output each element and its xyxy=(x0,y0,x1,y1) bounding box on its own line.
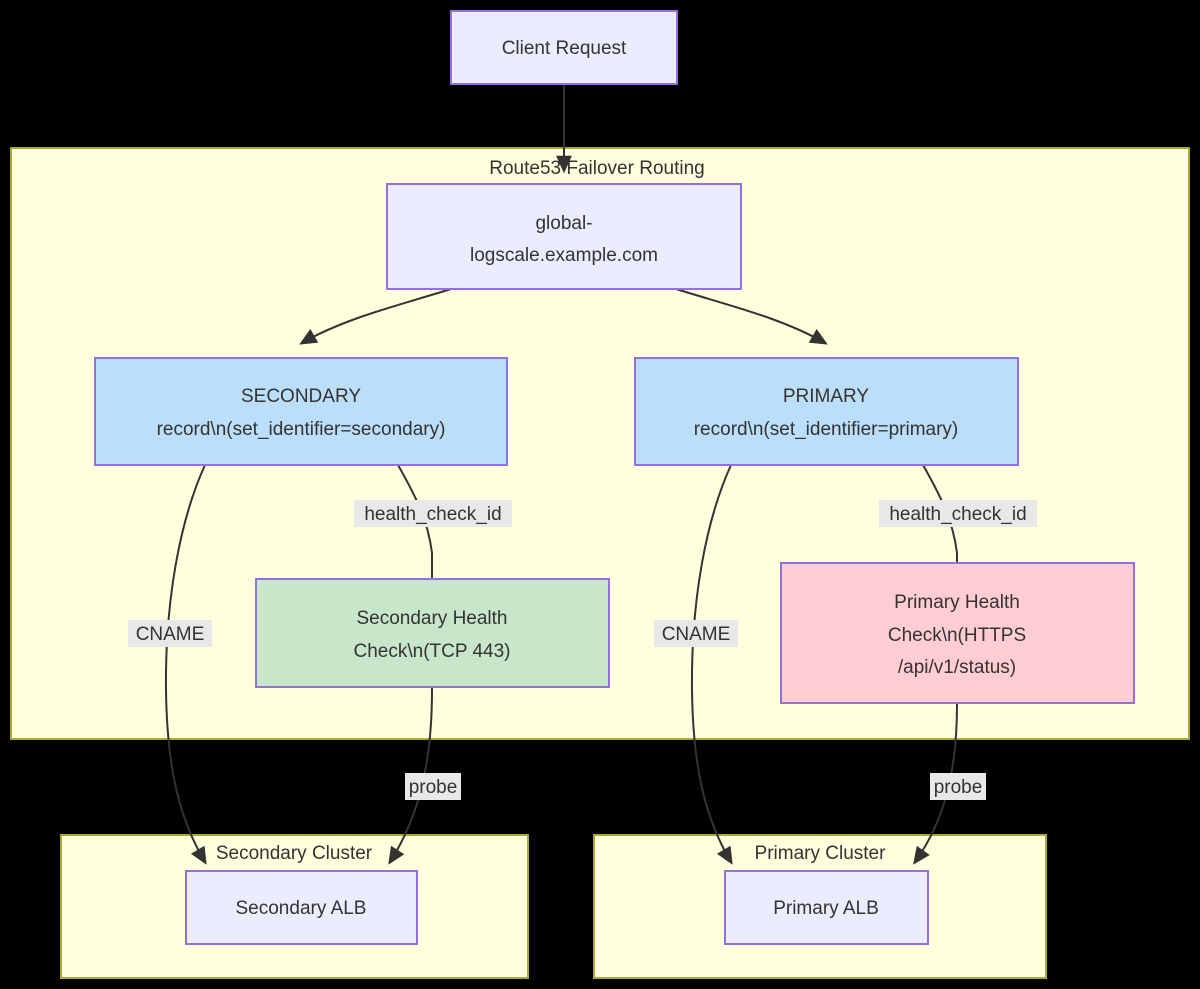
edge-label-secondary-cname-bg xyxy=(128,620,212,647)
edge-primary-cname xyxy=(690,464,731,862)
node-secondary-health-check-label-line1: Secondary Health xyxy=(356,608,507,629)
node-primary-record-label-line2: record\n(set_identifier=primary) xyxy=(694,419,959,440)
node-primary-record-box[interactable] xyxy=(634,357,1019,466)
node-primary-record[interactable]: PRIMARY record\n(set_identifier=primary) xyxy=(634,357,1019,466)
cluster-route53-label: Route53 Failover Routing xyxy=(489,158,704,179)
node-primary-health-check[interactable]: Primary Health Check\n(HTTPS /api/v1/sta… xyxy=(780,562,1135,704)
edge-label-primary-health-check-id-bg xyxy=(879,500,1037,527)
edge-label-primary-cname-text: CNAME xyxy=(662,624,731,645)
edge-label-secondary-probe-bg xyxy=(405,773,461,800)
edge-primary-health-check-id-probe xyxy=(915,464,958,862)
node-secondary-record-label-line2: record\n(set_identifier=secondary) xyxy=(157,419,446,440)
node-secondary-health-check-box[interactable] xyxy=(255,578,610,688)
edge-label-secondary-cname: CNAME xyxy=(128,620,212,647)
node-secondary-health-check-label-line2: Check\n(TCP 443) xyxy=(354,641,511,662)
node-secondary-record[interactable]: SECONDARY record\n(set_identifier=second… xyxy=(94,357,508,466)
node-primary-alb[interactable]: Primary ALB xyxy=(724,870,929,945)
cluster-primary-label: Primary Cluster xyxy=(755,843,887,864)
node-primary-health-check-label-line2: Check\n(HTTPS xyxy=(888,625,1026,646)
node-secondary-alb-label: Secondary ALB xyxy=(236,898,367,919)
cluster-secondary-label: Secondary Cluster xyxy=(216,843,373,864)
node-primary-health-check-label-line3: /api/v1/status) xyxy=(898,657,1016,678)
node-client-request-box[interactable] xyxy=(450,10,678,85)
edge-secondary-cname xyxy=(164,464,205,862)
edge-label-secondary-health-check-id-text: health_check_id xyxy=(364,504,501,525)
node-primary-health-check-box[interactable] xyxy=(780,562,1135,704)
node-secondary-record-label-line1: SECONDARY xyxy=(241,386,361,407)
node-secondary-health-check[interactable]: Secondary Health Check\n(TCP 443) xyxy=(255,578,610,688)
edge-label-primary-cname-bg xyxy=(654,620,738,647)
node-primary-alb-box[interactable] xyxy=(724,870,929,945)
node-primary-health-check-label-line1: Primary Health xyxy=(894,592,1020,613)
edge-domain-to-secondary xyxy=(302,288,452,343)
edge-label-secondary-health-check-id-bg xyxy=(354,500,512,527)
edge-label-primary-probe: probe xyxy=(930,773,986,800)
edge-label-primary-health-check-id: health_check_id xyxy=(879,500,1037,527)
node-domain-label-line2: logscale.example.com xyxy=(470,245,658,266)
node-domain[interactable]: global- logscale.example.com xyxy=(386,183,742,290)
node-domain-label-line1: global- xyxy=(535,213,592,234)
edge-domain-to-primary xyxy=(675,288,825,343)
node-client-request-label: Client Request xyxy=(502,38,627,59)
edge-label-primary-health-check-id-text: health_check_id xyxy=(889,504,1026,525)
edge-label-secondary-probe: probe xyxy=(405,773,461,800)
node-secondary-record-box[interactable] xyxy=(94,357,508,466)
cluster-secondary-box xyxy=(60,834,529,979)
edge-secondary-health-check-id-probe xyxy=(390,464,433,862)
edge-label-secondary-cname-text: CNAME xyxy=(136,624,205,645)
edge-label-primary-cname: CNAME xyxy=(654,620,738,647)
node-domain-box[interactable] xyxy=(386,183,742,290)
cluster-secondary: Secondary Cluster xyxy=(60,834,529,979)
edge-label-secondary-probe-text: probe xyxy=(409,777,458,798)
edge-label-secondary-health-check-id: health_check_id xyxy=(354,500,512,527)
node-secondary-alb[interactable]: Secondary ALB xyxy=(185,870,418,945)
node-client-request[interactable]: Client Request xyxy=(450,10,678,85)
edge-label-primary-probe-bg xyxy=(930,773,986,800)
node-primary-alb-label: Primary ALB xyxy=(773,898,879,919)
node-primary-record-label-line1: PRIMARY xyxy=(783,386,870,407)
node-secondary-alb-box[interactable] xyxy=(185,870,418,945)
edge-label-primary-probe-text: probe xyxy=(934,777,983,798)
